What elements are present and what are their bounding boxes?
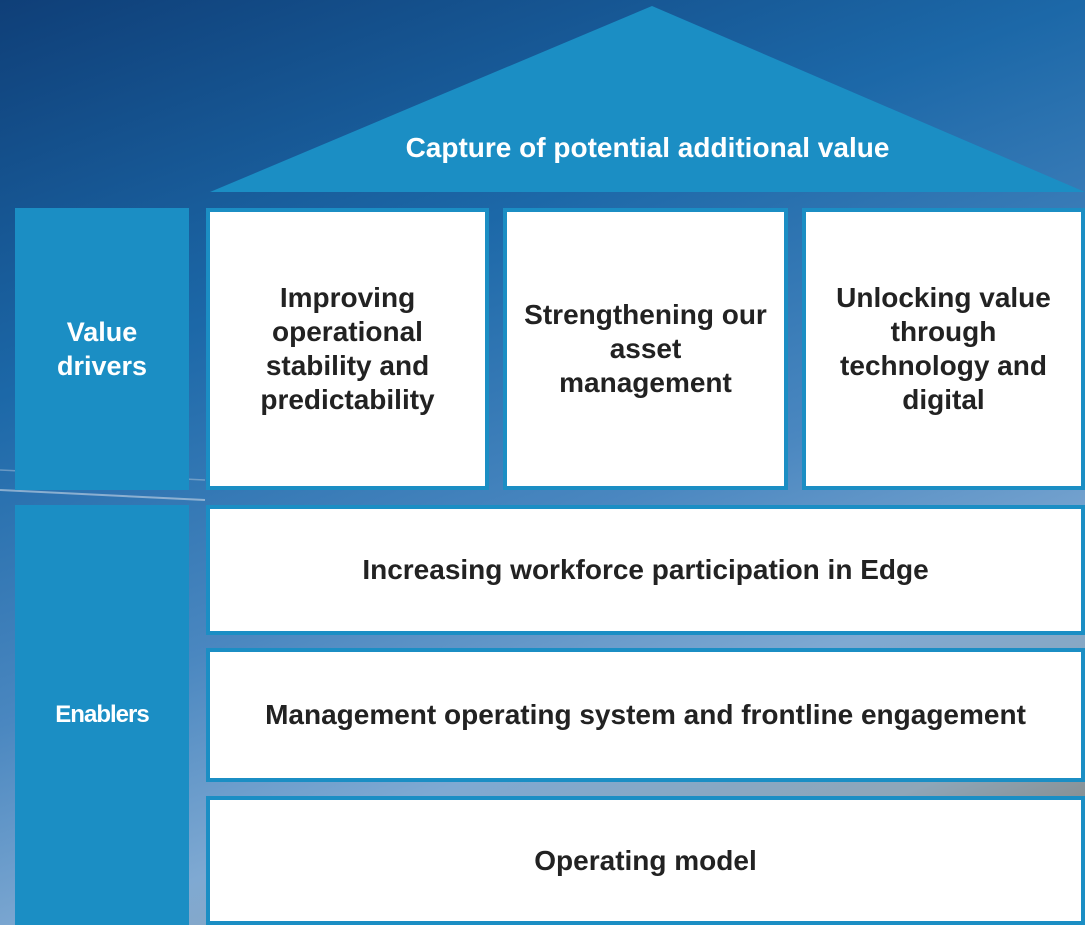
enabler-band-workforce-participation: Increasing workforce participation in Ed… bbox=[206, 505, 1085, 635]
enabler-label: Operating model bbox=[534, 844, 757, 876]
roof-title: Capture of potential additional value bbox=[405, 132, 890, 163]
value-driver-pillar-technology-digital: Unlocking value through technology and d… bbox=[802, 208, 1085, 490]
value-drivers-label: Value drivers bbox=[15, 208, 189, 490]
pillar-label: Unlocking value through technology and d… bbox=[836, 282, 1051, 415]
pillar-label: Strengthening our asset management bbox=[524, 299, 767, 398]
enabler-band-operating-model: Operating model bbox=[206, 796, 1085, 925]
enabler-label: Increasing workforce participation in Ed… bbox=[362, 554, 929, 585]
value-driver-pillar-operational-stability: Improving operational stability and pred… bbox=[206, 208, 489, 490]
enablers-label-text: Enablers bbox=[55, 701, 149, 728]
enabler-label: Management operating system and frontlin… bbox=[265, 699, 1026, 730]
pillar-label: Improving operational stability and pred… bbox=[260, 282, 435, 415]
roof-triangle bbox=[210, 6, 1085, 192]
enabler-band-management-operating-system: Management operating system and frontlin… bbox=[206, 648, 1085, 782]
value-drivers-label-text: Value drivers bbox=[56, 317, 148, 381]
value-driver-pillar-asset-management: Strengthening our asset management bbox=[503, 208, 788, 490]
enablers-label: Enablers bbox=[15, 505, 189, 925]
